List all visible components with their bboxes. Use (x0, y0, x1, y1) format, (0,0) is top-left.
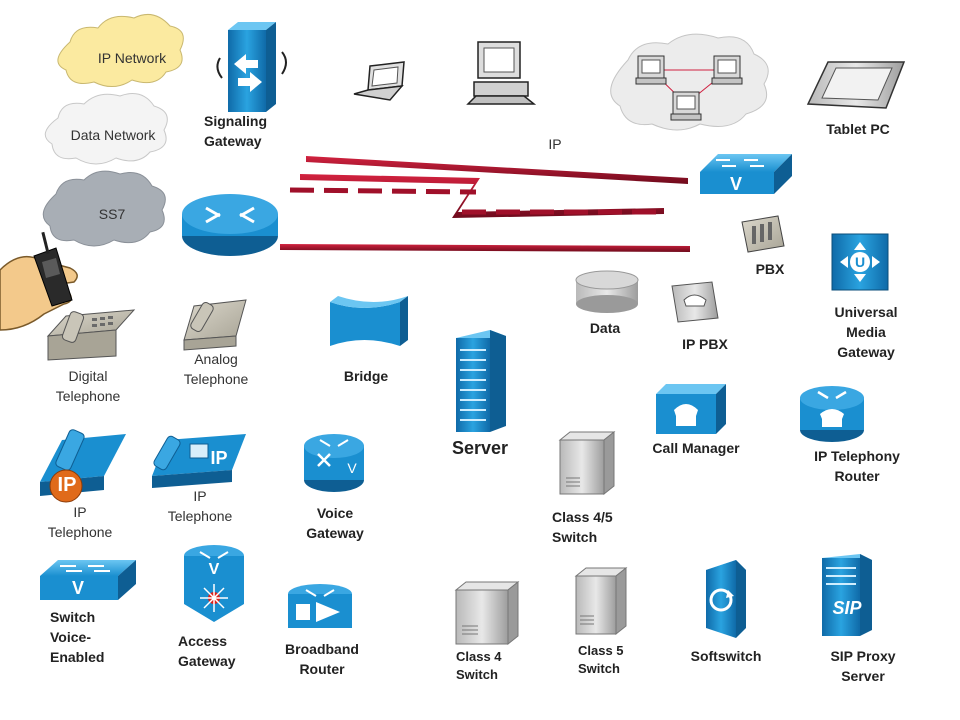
access-gateway-v-text: V (208, 561, 220, 578)
data-label: Data (589, 320, 621, 336)
umg-u-text: U (854, 254, 866, 270)
ip-pbx-label: IP PBX (682, 336, 728, 352)
data-storage-icon (575, 270, 639, 313)
ip-line-label: IP (548, 136, 562, 152)
analog-telephone-label: Analog Telephone (183, 351, 249, 387)
tablet-pc-label: Tablet PC (826, 121, 890, 137)
ip-telephone-2-icon (152, 434, 246, 488)
server-icon (456, 330, 506, 432)
voice-gateway-label: Voice Gateway (306, 505, 364, 541)
pbx-icon (741, 215, 785, 253)
server-label: Server (451, 438, 509, 458)
ss7-label: SS7 (98, 206, 126, 222)
sip-proxy-server-icon (822, 554, 872, 636)
ip-network-cloud (57, 13, 184, 87)
cloud-computer-bottom (670, 91, 702, 121)
ip-telephone-1-icon (40, 429, 126, 503)
data-network-cloud (44, 93, 168, 165)
data-network-label: Data Network (70, 127, 156, 143)
ip-telephone-1-label: IP Telephone (47, 504, 113, 540)
laptop-icon (353, 61, 405, 101)
access-gateway-label: Access Gateway (178, 633, 236, 669)
sip-proxy-server-label: SIP Proxy Server (830, 648, 896, 684)
class-5-switch-icon (574, 566, 628, 636)
digital-telephone-label: Digital Telephone (55, 368, 121, 404)
broadband-router-icon (288, 584, 352, 628)
access-gateway-icon (184, 545, 244, 622)
class-4-switch-icon (454, 580, 520, 646)
switch-voice-v-text: V (71, 578, 84, 598)
ip-badge-text: IP (57, 474, 77, 496)
ip-telephony-router-label: IP Telephony Router (814, 448, 900, 484)
switch-voice-enabled-label: Switch Voice- Enabled (50, 609, 105, 665)
universal-media-gateway-label: Universal Media Gateway (834, 304, 898, 360)
ip-network-lines (280, 156, 690, 252)
ip-computers-cloud (610, 33, 769, 131)
switch-voice-enabled-icon (40, 560, 136, 600)
ip-telephony-router-icon (800, 386, 864, 442)
sip-icon-text: SIP (832, 598, 862, 618)
cell-phone-icon (0, 231, 78, 331)
analog-telephone-icon (183, 299, 247, 351)
ip-phone-badge-text: IP (210, 448, 228, 468)
signaling-gateway-icon (216, 22, 287, 112)
pbx-label: PBX (755, 261, 785, 277)
bridge-label: Bridge (343, 368, 389, 384)
class-4-switch-label: Class 4 Switch (456, 649, 502, 682)
bridge-icon (330, 296, 408, 346)
ip-pbx-icon (671, 281, 719, 323)
voice-gateway-icon (304, 434, 364, 492)
tablet-pc-icon (806, 61, 906, 109)
voice-gateway-v-text: V (347, 460, 357, 476)
cloud-computer-left (635, 55, 667, 85)
ip-network-label: IP Network (97, 50, 167, 66)
call-manager-label: Call Manager (652, 440, 740, 456)
universal-media-gateway-icon (831, 233, 889, 291)
ip-telephone-2-label: IP Telephone (167, 488, 233, 524)
class-5-switch-label: Class 5 Switch (578, 643, 624, 676)
class-4-5-switch-icon (558, 430, 616, 496)
voice-switch-icon (700, 154, 792, 194)
voice-switch-v-text: V (729, 174, 742, 194)
class-4-5-switch-label: Class 4/5 Switch (552, 509, 613, 545)
broadband-router-label: Broadband Router (285, 641, 359, 677)
ss7-cloud (42, 170, 166, 247)
signaling-gateway-label: Signaling Gateway (204, 113, 267, 149)
router-icon (182, 194, 278, 256)
cloud-computer-right (711, 55, 743, 85)
digital-telephone-icon (46, 309, 136, 361)
call-manager-icon (656, 384, 726, 434)
desktop-computer-icon (466, 41, 537, 105)
softswitch-icon (706, 560, 746, 638)
softswitch-label: Softswitch (690, 648, 762, 664)
